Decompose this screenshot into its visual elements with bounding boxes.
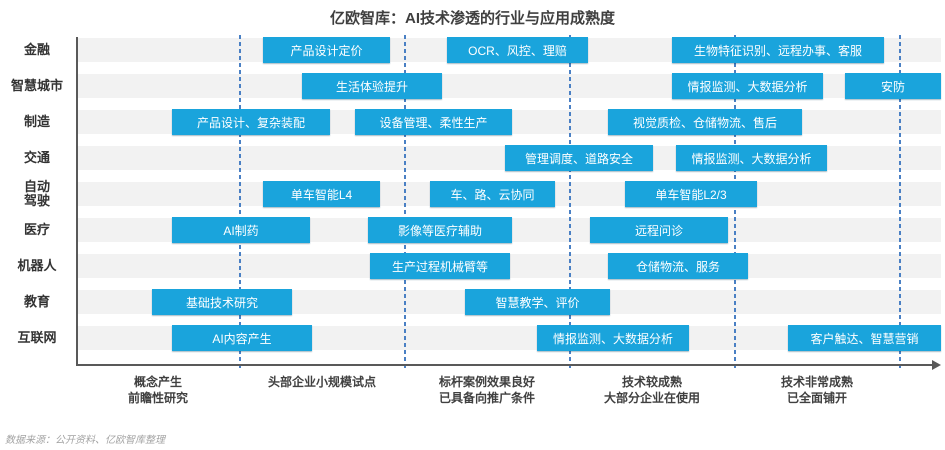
- stage-boundary-line: [569, 35, 571, 371]
- stage-label-line: 技术较成熟: [621, 375, 682, 389]
- task-box: 生物特征识别、远程办事、客服: [672, 37, 884, 63]
- stage-label: 标杆案例效果良好已具备向推广条件: [397, 374, 577, 406]
- row-label: 金融: [23, 42, 50, 57]
- row-label: 教育: [23, 294, 50, 309]
- stage-label-line: 已全面铺开: [786, 391, 847, 405]
- task-box: AI内容产生: [172, 325, 312, 351]
- task-box: 生产过程机械臂等: [370, 253, 510, 279]
- task-box: 仓储物流、服务: [608, 253, 748, 279]
- stage-boundary-line: [404, 35, 406, 371]
- row-label: 机器人: [17, 258, 57, 273]
- axis-arrow-icon: [932, 360, 941, 370]
- row-label: 自动 驾驶: [23, 179, 50, 208]
- row-label: 交通: [23, 150, 50, 165]
- stage-boundary-line: [899, 35, 901, 371]
- task-box: 单车智能L4: [263, 181, 380, 207]
- stage-label-line: 技术非常成熟: [780, 375, 853, 389]
- task-box: 情报监测、大数据分析: [537, 325, 689, 351]
- task-box: 产品设计定价: [263, 37, 390, 63]
- stage-label-line: 大部分企业在使用: [603, 391, 700, 405]
- row-label: 医疗: [23, 222, 50, 237]
- task-box: AI制药: [172, 217, 310, 243]
- chart-title: 亿欧智库：AI技术渗透的行业与应用成熟度: [329, 10, 615, 27]
- task-box: 单车智能L2/3: [625, 181, 757, 207]
- task-box: 客户触达、智慧营销: [788, 325, 941, 351]
- row-label: 制造: [23, 114, 50, 129]
- task-box: 情报监测、大数据分析: [676, 145, 827, 171]
- task-box: 安防: [845, 73, 941, 99]
- stage-label: 头部企业小规模试点: [232, 374, 412, 390]
- row-label: 智慧城市: [10, 78, 63, 93]
- stage-boundary-line: [239, 35, 241, 371]
- task-box: 影像等医疗辅助: [368, 217, 512, 243]
- stage-label-line: 头部企业小规模试点: [267, 375, 376, 389]
- row-label: 互联网: [17, 330, 57, 345]
- stage-label: 概念产生前瞻性研究: [68, 374, 248, 406]
- task-box: 视觉质检、仓储物流、售后: [608, 109, 802, 135]
- task-box: 生活体验提升: [302, 73, 442, 99]
- y-axis-line: [76, 37, 78, 366]
- stage-label-line: 已具备向推广条件: [438, 391, 535, 405]
- stage-label: 技术非常成熟已全面铺开: [727, 374, 907, 406]
- task-box: 产品设计、复杂装配: [172, 109, 330, 135]
- task-box: 远程问诊: [590, 217, 728, 243]
- stage-label-line: 标杆案例效果良好: [438, 375, 535, 389]
- stage-label-line: 概念产生: [133, 375, 182, 389]
- task-box: 基础技术研究: [152, 289, 292, 315]
- source-note: 数据来源：公开资料、亿欧智库整理: [5, 435, 165, 446]
- task-box: OCR、风控、理赔: [447, 37, 588, 63]
- stage-label-line: 前瞻性研究: [127, 391, 188, 405]
- task-box: 情报监测、大数据分析: [672, 73, 823, 99]
- x-axis-line: [76, 364, 933, 366]
- task-box: 车、路、云协同: [430, 181, 555, 207]
- task-box: 智慧教学、评价: [465, 289, 610, 315]
- task-box: 管理调度、道路安全: [505, 145, 653, 171]
- task-box: 设备管理、柔性生产: [355, 109, 512, 135]
- stage-label: 技术较成熟大部分企业在使用: [562, 374, 742, 406]
